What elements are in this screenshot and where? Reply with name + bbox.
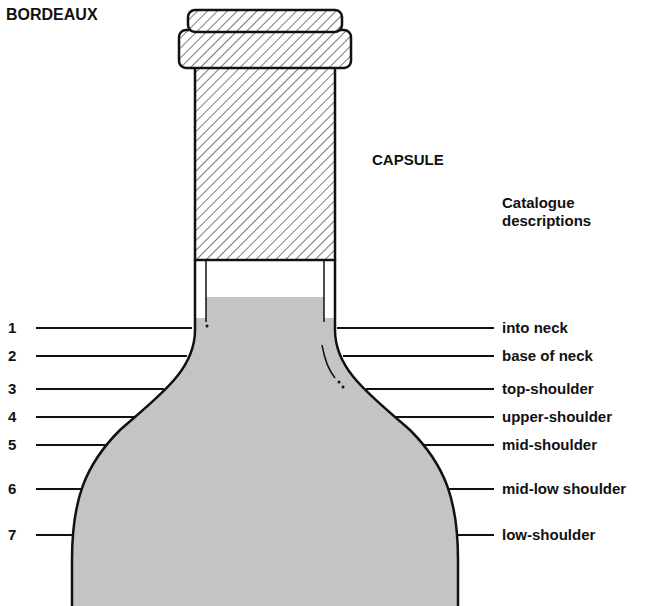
glass-wall (324, 260, 334, 318)
capsule-sleeve (195, 66, 335, 260)
glass-dot (338, 381, 341, 384)
bottle-outline (335, 260, 458, 606)
glass-inner-line (205, 260, 207, 322)
catalogue-description: mid-shoulder (502, 436, 597, 454)
level-number: 2 (8, 347, 16, 365)
level-number: 4 (8, 408, 16, 426)
bottle-outline (72, 260, 195, 606)
glass-dot (206, 325, 209, 328)
air-space (206, 260, 324, 297)
level-number: 7 (8, 526, 16, 544)
column-heading: Catalogue descriptions (502, 194, 622, 230)
level-number: 5 (8, 436, 16, 454)
glass-inner-line (322, 345, 335, 378)
capsule-top (188, 10, 342, 32)
glass-wall (196, 260, 206, 318)
level-lines (36, 328, 494, 535)
level-number: 3 (8, 380, 16, 398)
catalogue-description: into neck (502, 319, 568, 337)
bottle-body (72, 260, 458, 606)
catalogue-description: upper-shoulder (502, 408, 612, 426)
catalogue-description: top-shoulder (502, 380, 594, 398)
level-number: 1 (8, 319, 16, 337)
glass-inner-line (323, 260, 325, 322)
part-name: CAPSULE (372, 151, 444, 169)
capsule-ring (179, 30, 351, 68)
catalogue-description: mid-low shoulder (502, 480, 626, 498)
catalogue-description: low-shoulder (502, 526, 595, 544)
level-number: 6 (8, 480, 16, 498)
bottle-type-title: BORDEAUX (6, 6, 98, 24)
catalogue-description: base of neck (502, 347, 593, 365)
glass-dot (342, 386, 345, 389)
